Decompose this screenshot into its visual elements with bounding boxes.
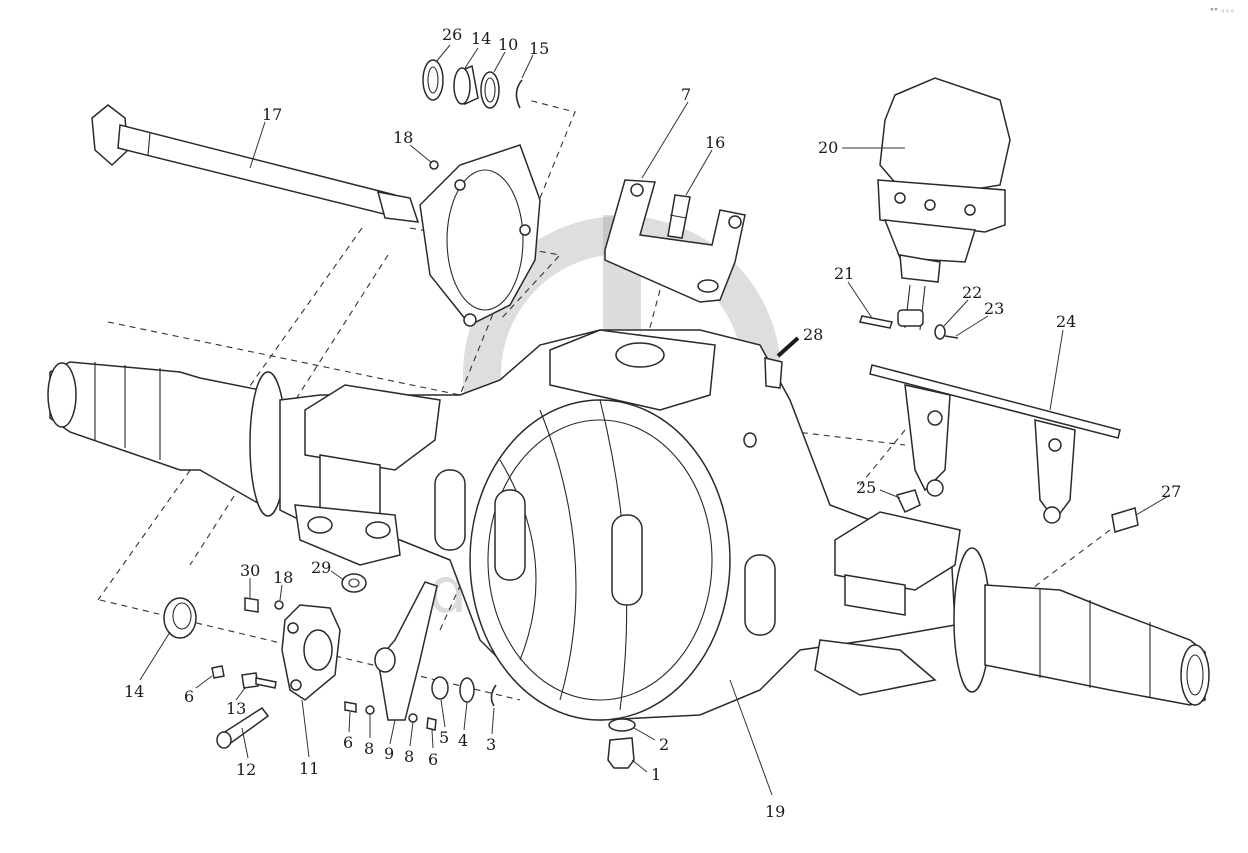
callout-14-top: 14 [471, 29, 491, 48]
callout-6-mid: 6 [343, 733, 353, 752]
callout-3: 3 [486, 735, 496, 754]
slack-adjuster-parts [163, 573, 497, 749]
callout-23: 23 [984, 299, 1004, 318]
callout-7: 7 [681, 85, 691, 104]
callout-28: 28 [803, 325, 823, 344]
callout-27: 27 [1161, 482, 1181, 501]
breather-28 [743, 336, 800, 448]
callout-10: 10 [498, 35, 518, 54]
callout-18-bottom: 18 [273, 568, 293, 587]
callout-29: 29 [311, 558, 331, 577]
callout-12: 12 [236, 760, 256, 779]
callout-8-right: 8 [404, 747, 414, 766]
callout-26: 26 [442, 25, 462, 44]
callout-16: 16 [705, 133, 725, 152]
callout-24: 24 [1056, 312, 1076, 331]
clevis-pin-parts [859, 315, 959, 340]
callout-9: 9 [384, 744, 394, 763]
bolt-25 [895, 489, 921, 513]
brake-plate [419, 144, 541, 327]
callout-18-top: 18 [393, 128, 413, 147]
callout-21: 21 [834, 264, 854, 283]
callout-4: 4 [458, 731, 468, 750]
callout-6-left: 6 [184, 687, 194, 706]
axle-shaft [91, 104, 420, 223]
callout-15: 15 [529, 39, 549, 58]
callout-11: 11 [299, 759, 319, 778]
callout-17: 17 [262, 105, 282, 124]
brake-chamber [877, 77, 1011, 331]
plate-27 [1111, 507, 1139, 533]
callout-8-left: 8 [364, 739, 374, 758]
callout-30: 30 [240, 561, 260, 580]
callout-5: 5 [439, 728, 449, 747]
callout-14-bottom: 14 [124, 682, 144, 701]
axle-housing [47, 329, 1210, 721]
mount-bracket [604, 179, 746, 303]
callout-13: 13 [226, 699, 246, 718]
callout-1: 1 [651, 765, 661, 784]
callout-6-right: 6 [428, 750, 438, 769]
corner-mark: °° ◦◦◦ [1210, 7, 1235, 16]
callout-25: 25 [856, 478, 876, 497]
callout-labels: 26 14 10 15 17 18 7 16 20 21 22 23 24 28… [124, 25, 1181, 821]
hub-seals [422, 59, 523, 109]
drain-plug [607, 718, 636, 769]
chamber-bracket [869, 364, 1121, 524]
callout-20: 20 [818, 138, 838, 157]
callout-2: 2 [659, 735, 669, 754]
callout-22: 22 [962, 283, 982, 302]
leader-lines [139, 44, 1171, 796]
callout-19: 19 [765, 802, 785, 821]
